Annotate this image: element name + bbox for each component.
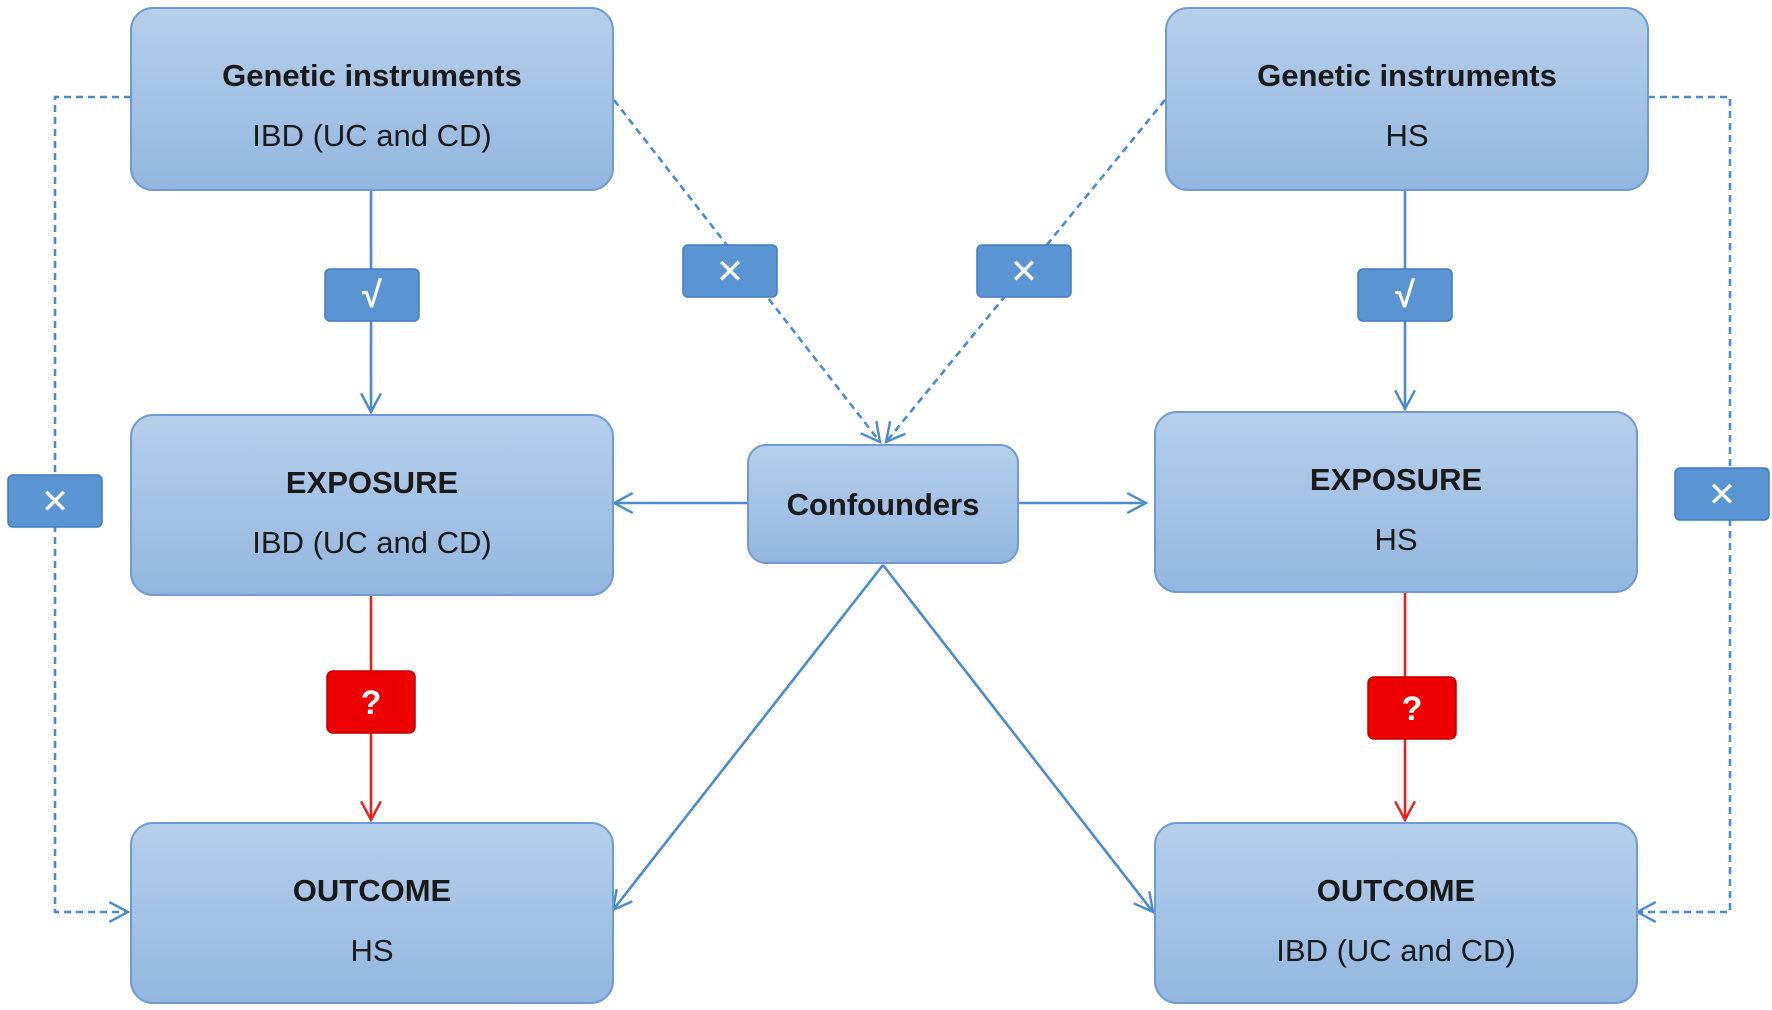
cross-icon: ✕ bbox=[1010, 253, 1039, 291]
box-subtitle: HS bbox=[1374, 522, 1417, 557]
box-subtitle: IBD (UC and CD) bbox=[252, 525, 491, 560]
check-icon: √ bbox=[362, 274, 382, 315]
box-confounders: Confounders bbox=[747, 444, 1019, 564]
cross-badge-far-left: ✕ bbox=[7, 474, 103, 528]
box-outcome-left: OUTCOME HS bbox=[130, 822, 614, 1004]
box-title: Genetic instruments bbox=[1257, 58, 1557, 93]
box-title: Genetic instruments bbox=[222, 58, 522, 93]
question-icon: ? bbox=[361, 684, 382, 722]
box-subtitle: IBD (UC and CD) bbox=[1276, 933, 1515, 968]
question-badge-right: ? bbox=[1367, 676, 1457, 740]
cross-icon: ✕ bbox=[716, 253, 745, 291]
check-icon: √ bbox=[1395, 274, 1415, 315]
box-outcome-right: OUTCOME IBD (UC and CD) bbox=[1154, 822, 1638, 1004]
dashed-gen-right-to-out-right bbox=[1637, 95, 1732, 912]
arrow-conf-to-out-right bbox=[881, 564, 1153, 912]
question-icon: ? bbox=[1402, 690, 1423, 728]
box-subtitle: IBD (UC and CD) bbox=[252, 118, 491, 153]
cross-badge-far-right: ✕ bbox=[1674, 467, 1770, 521]
cross-badge-center-left: ✕ bbox=[682, 244, 778, 298]
box-genetic-instruments-right: Genetic instruments HS bbox=[1165, 7, 1649, 191]
cross-icon: ✕ bbox=[1708, 476, 1737, 514]
check-badge-left: √ bbox=[324, 268, 420, 322]
cross-badge-center-right: ✕ bbox=[976, 244, 1072, 298]
box-title: OUTCOME bbox=[293, 873, 451, 908]
box-title: Confounders bbox=[787, 487, 980, 522]
box-title: OUTCOME bbox=[1317, 873, 1475, 908]
box-genetic-instruments-left: Genetic instruments IBD (UC and CD) bbox=[130, 7, 614, 191]
box-title: EXPOSURE bbox=[286, 465, 458, 500]
arrow-conf-to-out-left bbox=[613, 564, 885, 910]
box-subtitle: HS bbox=[350, 933, 393, 968]
question-badge-left: ? bbox=[326, 670, 416, 734]
cross-icon: ✕ bbox=[41, 483, 70, 521]
box-exposure-right: EXPOSURE HS bbox=[1154, 411, 1638, 593]
box-exposure-left: EXPOSURE IBD (UC and CD) bbox=[130, 414, 614, 596]
box-subtitle: HS bbox=[1385, 118, 1428, 153]
box-title: EXPOSURE bbox=[1310, 462, 1482, 497]
check-badge-right: √ bbox=[1357, 268, 1453, 322]
